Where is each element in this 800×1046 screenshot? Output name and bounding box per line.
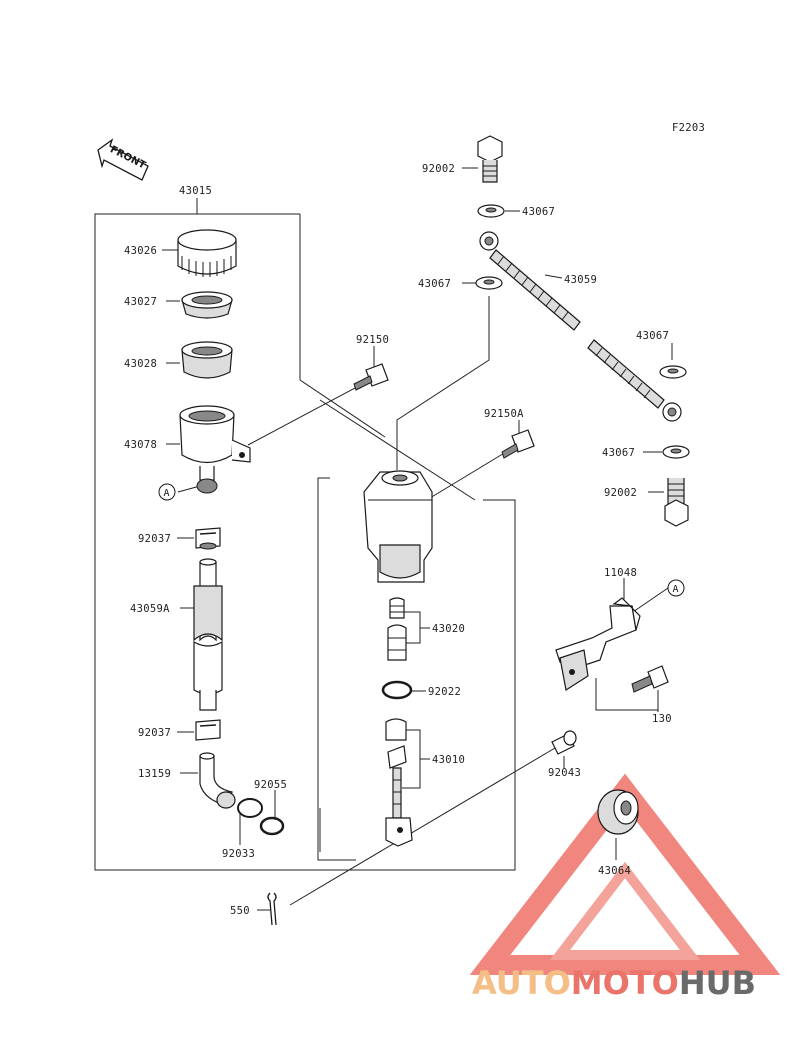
watermark-text-moto: MOTO [571, 964, 679, 1002]
elbow-fitting-part [199, 752, 236, 809]
callout-a-label: A [673, 584, 679, 595]
master-cylinder-body-part [363, 470, 433, 583]
washer-3-part [659, 365, 687, 379]
washer-1-part [477, 204, 505, 218]
label-cap: 43026 [124, 245, 157, 257]
label-diaphragm-plate: 43027 [124, 296, 157, 308]
label-washer-3: 43067 [636, 330, 669, 342]
watermark-logo: AUTOMOTOHUB [469, 773, 781, 1002]
callout-a-bracket: A [667, 579, 685, 597]
bracket-part [555, 597, 641, 691]
callout-a-reservoir: A [158, 483, 176, 501]
label-diaphragm: 43028 [124, 358, 157, 370]
hose-clamp-top-part [195, 527, 221, 550]
brake-hose-part [479, 231, 682, 422]
label-banjo-bolt-top: 92002 [422, 163, 455, 175]
label-circlip-small: 92033 [222, 848, 255, 860]
label-washer-2: 43067 [418, 278, 451, 290]
circlip-small-part [237, 798, 263, 818]
label-piston-assembly: 43020 [432, 623, 465, 635]
push-rod-part [385, 718, 413, 847]
circlip-part [381, 680, 413, 700]
label-reservoir-bolt: 92150 [356, 334, 389, 346]
label-push-rod: 43010 [432, 754, 465, 766]
callout-a-label: A [164, 488, 170, 499]
label-bracket: 11048 [604, 567, 637, 579]
piston-assembly-part [387, 597, 407, 661]
label-banjo-bolt-bottom: 92002 [604, 487, 637, 499]
label-cotter-pin: 550 [230, 905, 250, 917]
diaphragm-part [181, 341, 233, 379]
cotter-pin-part [267, 892, 277, 926]
banjo-bolt-bottom-part [664, 478, 689, 527]
label-reservoir-hose: 43059A [130, 603, 170, 615]
label-mounting-bolt: 92150A [484, 408, 524, 420]
diaphragm-plate-part [181, 291, 233, 319]
leader-lines [162, 167, 673, 911]
label-bracket-bolt: 130 [652, 713, 672, 725]
label-washer-4: 43067 [602, 447, 635, 459]
diagram-code: F2203 [672, 122, 705, 134]
label-brake-hose: 43059 [564, 274, 597, 286]
label-circlip: 92022 [428, 686, 461, 698]
reservoir-cap-part [177, 229, 237, 277]
clevis-pin-part [551, 730, 577, 755]
label-hose-clamp-top: 92037 [138, 533, 171, 545]
reservoir-bolt-part [353, 363, 389, 391]
label-pin: 92043 [548, 767, 581, 779]
o-ring-part [259, 816, 285, 836]
watermark-text-auto: AUTO [472, 964, 571, 1002]
banjo-bolt-top-part [477, 135, 503, 183]
washer-2-part [475, 276, 503, 290]
label-hose-clamp-bottom: 92037 [138, 727, 171, 739]
front-arrow-icon: FRONT [97, 138, 149, 181]
label-reservoir: 43078 [124, 439, 157, 451]
reservoir-hose-part [193, 558, 223, 711]
grommet-part [597, 789, 639, 835]
label-grommet: 43064 [598, 865, 631, 877]
label-washer-1: 43067 [522, 206, 555, 218]
watermark-text-hub: HUB [679, 964, 756, 1002]
label-assembly: 43015 [179, 185, 212, 197]
svg-text:AUTOMOTOHUB: AUTOMOTOHUB [472, 964, 756, 1002]
reservoir-part [179, 405, 251, 494]
bracket-bolt-part [631, 665, 669, 693]
label-elbow-fitting: 13159 [138, 768, 171, 780]
hose-clamp-bottom-part [195, 719, 221, 741]
mounting-bolt-part [501, 429, 535, 459]
part-labels: 43015 43026 43027 43028 43078 92150 9203… [124, 163, 672, 917]
washer-4-part [662, 445, 690, 459]
label-o-ring: 92055 [254, 779, 287, 791]
